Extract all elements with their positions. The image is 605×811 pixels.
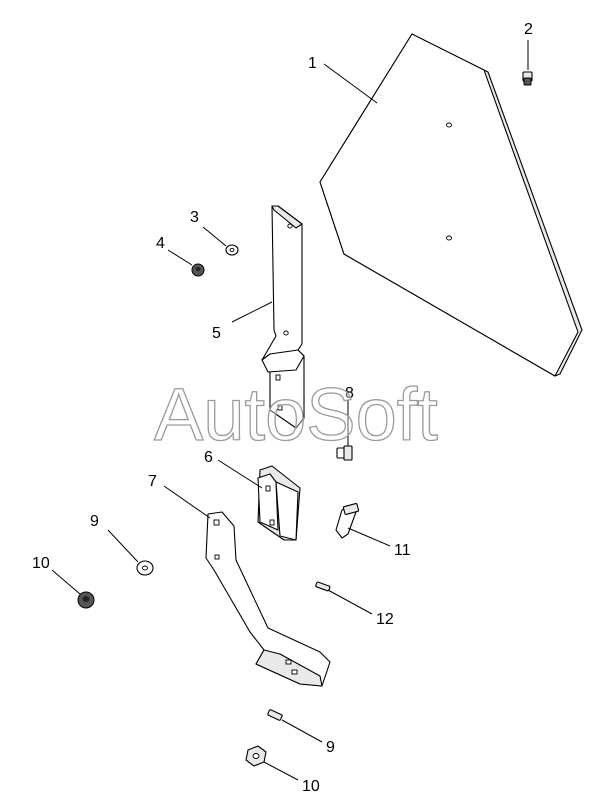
part-11-bolt[interactable]: [335, 502, 360, 539]
part-8-bolt[interactable]: [336, 445, 353, 461]
part-10-nut-upper[interactable]: [77, 591, 95, 609]
part-1-panel[interactable]: [319, 33, 583, 377]
callout-7: 7: [148, 473, 157, 490]
part-2-bolt[interactable]: [522, 71, 533, 86]
part-10-nut-lower[interactable]: [245, 745, 267, 767]
watermark-text: AutoSoft: [154, 373, 438, 456]
callout-5: 5: [212, 325, 221, 342]
part-4-nut[interactable]: [191, 263, 205, 277]
callout-2: 2: [524, 21, 533, 38]
callout-10-lower: 10: [302, 778, 320, 795]
callout-4: 4: [156, 235, 165, 252]
callout-1: 1: [308, 55, 317, 72]
callout-3: 3: [190, 209, 199, 226]
callout-9-lower: 9: [326, 739, 335, 756]
part-12-stud[interactable]: [315, 581, 331, 592]
callout-11: 11: [394, 542, 411, 559]
part-6-channel[interactable]: [257, 465, 301, 541]
callout-12: 12: [376, 611, 394, 628]
callout-8: 8: [345, 385, 354, 402]
part-5-bracket[interactable]: [261, 205, 305, 429]
leader-lines: [51, 40, 529, 781]
part-7-l-bracket[interactable]: [205, 511, 331, 687]
part-3-washer[interactable]: [225, 244, 239, 256]
part-9-washer-lower[interactable]: [267, 709, 283, 721]
callout-labels: 1 2 3 4 5 8 6 7 9 10 11 12 9 10: [32, 21, 533, 795]
part-9-washer-upper[interactable]: [136, 560, 154, 576]
callout-9-upper: 9: [90, 513, 99, 530]
callout-6: 6: [204, 449, 213, 466]
callout-10-upper: 10: [32, 555, 50, 572]
